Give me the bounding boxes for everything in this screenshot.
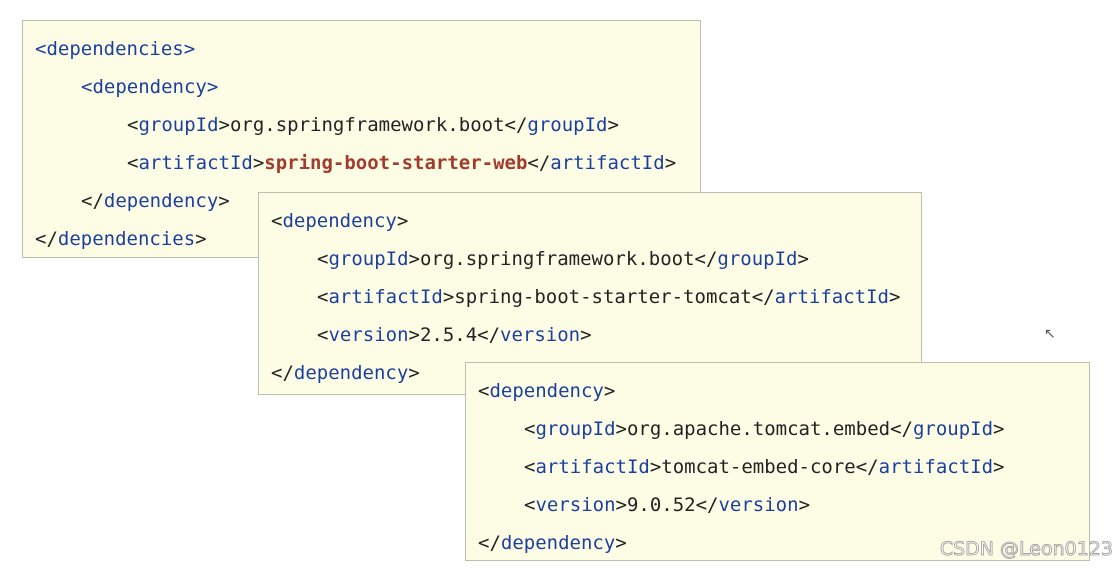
code-text: >tomcat-embed-core</: [649, 456, 879, 478]
xml-tag: version: [500, 324, 581, 346]
code-line: </dependencies>: [35, 225, 700, 263]
xml-tag: dependency: [282, 210, 397, 232]
code-text: >spring-boot-starter-tomcat</: [442, 286, 775, 308]
xml-tag: groupId: [717, 248, 798, 270]
code-line: <version>2.5.4</version>: [271, 321, 921, 359]
code-text: >org.springframework.boot</: [218, 114, 528, 136]
xml-tag: dependency: [293, 362, 409, 384]
xml-tag: groupId: [138, 114, 219, 136]
code-text: >2.5.4</: [408, 324, 501, 346]
code-text: <: [271, 210, 283, 232]
xml-tag: dependency: [489, 380, 604, 402]
xml-tag: groupId: [912, 418, 994, 440]
code-line: <dependency>: [35, 73, 700, 111]
code-text: >9.0.52</: [615, 494, 719, 516]
code-text: <: [127, 152, 139, 174]
code-text: >: [797, 248, 809, 270]
code-text: </: [271, 362, 294, 384]
mouse-pointer-icon: ↖: [1044, 326, 1056, 342]
code-text: <: [127, 114, 139, 136]
xml-tag: artifactId: [138, 152, 253, 174]
xml-tag: <dependency>: [81, 76, 219, 98]
code-line: <dependency>: [478, 377, 1089, 415]
code-text: >: [615, 532, 627, 554]
xml-tag: groupId: [527, 114, 608, 136]
code-text: <: [317, 248, 329, 270]
code-text: >: [603, 380, 616, 402]
code-line: <dependency>: [271, 207, 921, 245]
code-line: </dependency>: [478, 529, 1089, 567]
code-text: </: [478, 532, 501, 554]
watermark: CSDN @Leon0123: [939, 538, 1113, 561]
code-text: >: [888, 286, 901, 308]
code-text: >org.apache.tomcat.embed</: [615, 418, 913, 440]
xml-tag: artifactId: [535, 456, 650, 478]
xml-tag: <dependencies>: [35, 38, 196, 60]
code-block-tomcat-embed: <dependency><groupId>org.apache.tomcat.e…: [465, 362, 1090, 561]
code-line: <artifactId>tomcat-embed-core</artifactI…: [478, 453, 1089, 491]
xml-tag: groupId: [535, 418, 616, 440]
code-text: <: [478, 380, 490, 402]
code-line: </dependency>: [35, 187, 700, 225]
xml-tag: version: [718, 494, 799, 516]
xml-tag: artifactId: [328, 286, 443, 308]
xml-tag: artifactId: [878, 456, 994, 478]
code-text: >: [195, 228, 207, 250]
xml-tag: version: [328, 324, 409, 346]
code-text: >: [408, 362, 420, 384]
code-text: >: [580, 324, 592, 346]
code-text: <: [524, 418, 536, 440]
code-line: <dependencies>: [35, 35, 700, 73]
code-text: <: [524, 494, 536, 516]
code-line: <version>9.0.52</version>: [478, 491, 1089, 529]
code-text: >: [664, 152, 677, 174]
code-text: </: [527, 152, 551, 174]
code-block-tomcat-starter: <dependency><groupId>org.springframework…: [258, 192, 922, 395]
code-text: <: [317, 286, 329, 308]
code-line: <groupId>org.springframework.boot</group…: [35, 111, 700, 149]
code-block-dependencies: <dependencies><dependency><groupId>org.s…: [22, 20, 701, 258]
xml-tag: artifactId: [550, 152, 665, 174]
xml-tag: dependency: [103, 190, 219, 212]
code-text: </: [35, 228, 58, 250]
code-text: >: [607, 114, 619, 136]
code-text: </: [81, 190, 104, 212]
code-line: <groupId>org.apache.tomcat.embed</groupI…: [478, 415, 1089, 453]
xml-tag: version: [535, 494, 616, 516]
code-line: <artifactId>spring-boot-starter-web</art…: [35, 149, 700, 187]
code-text: <: [524, 456, 536, 478]
xml-tag: artifactId: [774, 286, 889, 308]
code-line: </dependency>: [271, 359, 921, 397]
code-text: >: [993, 418, 1005, 440]
highlighted-text: spring-boot-starter-web: [264, 152, 528, 174]
code-line: <artifactId>spring-boot-starter-tomcat</…: [271, 283, 921, 321]
code-text: >: [396, 210, 409, 232]
xml-tag: dependencies: [57, 228, 196, 250]
code-text: >: [218, 190, 230, 212]
xml-tag: groupId: [328, 248, 409, 270]
code-line: <groupId>org.springframework.boot</group…: [271, 245, 921, 283]
code-text: <: [317, 324, 329, 346]
code-text: >org.springframework.boot</: [408, 248, 718, 270]
code-text: >: [993, 456, 1005, 478]
code-text: >: [252, 152, 265, 174]
code-text: >: [798, 494, 811, 516]
xml-tag: dependency: [500, 532, 616, 554]
